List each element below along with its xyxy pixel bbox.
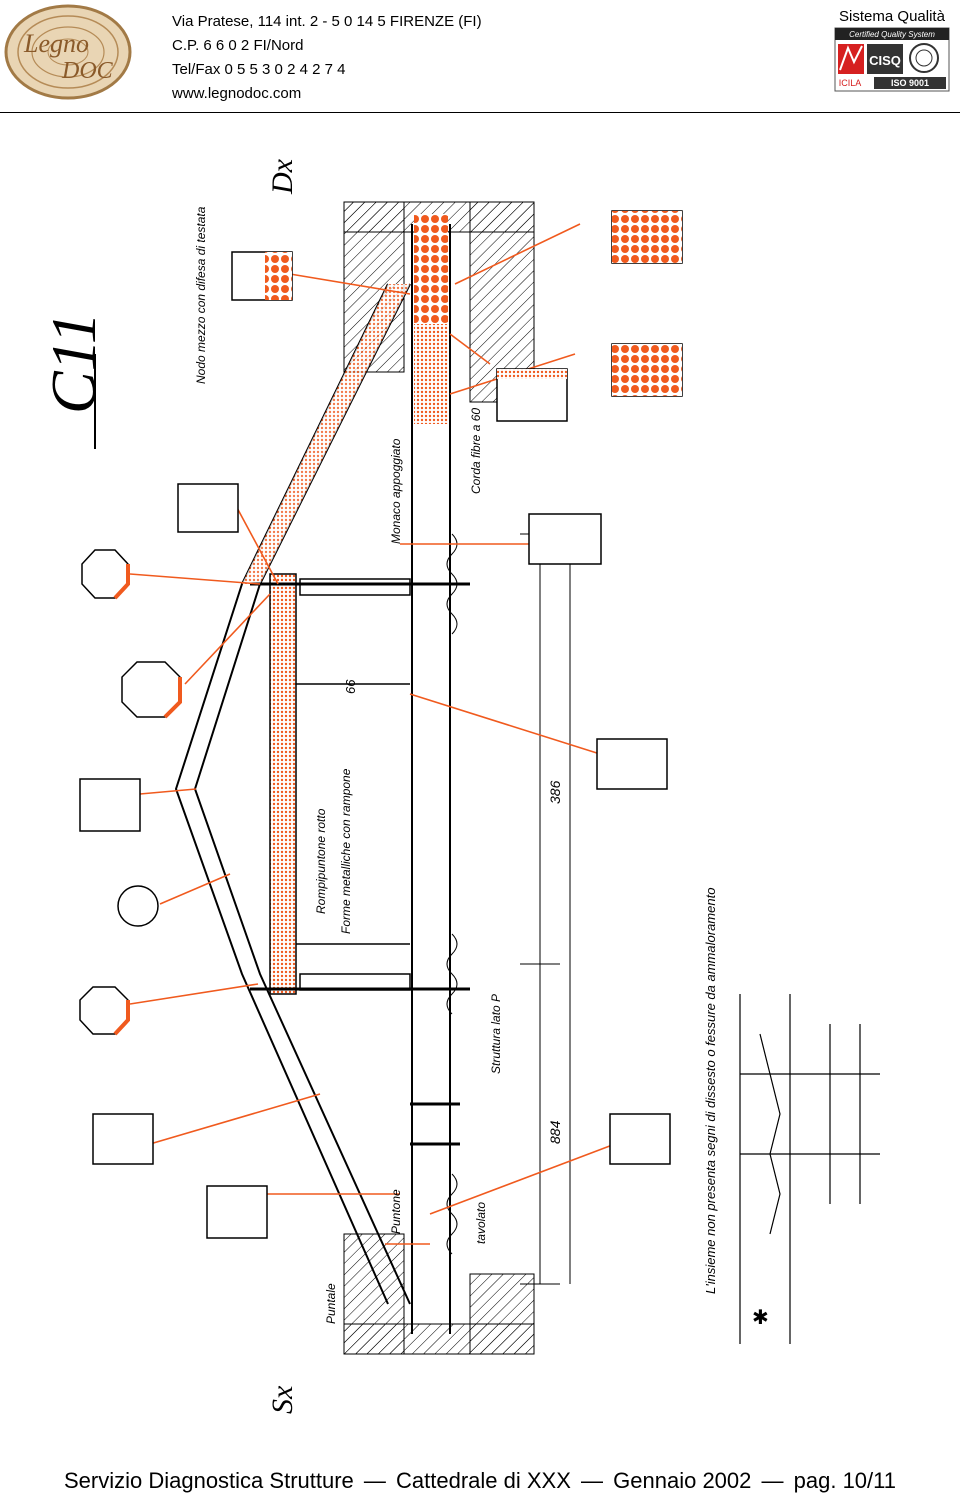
- iron-clamps: [250, 582, 470, 1146]
- tie-beam: [411, 224, 451, 1334]
- badge-cisq-text: CISQ: [869, 53, 901, 68]
- label-corda: Corda fibre a 60: [469, 408, 483, 494]
- footer-sep-3: —: [761, 1468, 784, 1493]
- footer-place: Cattedrale di XXX: [396, 1468, 571, 1493]
- label-rompipuntone: Rompipuntone rotto: [314, 808, 328, 914]
- company-address: Via Pratese, 114 int. 2 - 5 0 14 5 FIREN…: [172, 13, 482, 30]
- company-telfax: Tel/Fax 0 5 5 3 0 2 4 2 7 4: [172, 61, 346, 78]
- struts: [269, 573, 411, 995]
- badge-top-text: Certified Quality System: [849, 30, 935, 39]
- dimension-lines: [295, 533, 571, 1285]
- leader-lines: [129, 223, 616, 1245]
- legnodoc-logo: Legno DOC: [4, 4, 132, 100]
- svg-text:DOC: DOC: [61, 58, 114, 84]
- side-right-label: Dx: [266, 158, 299, 195]
- company-header: Via Pratese, 114 int. 2 - 5 0 14 5 FIREN…: [172, 10, 482, 106]
- company-website: www.legnodoc.com: [172, 85, 302, 102]
- truss-drawing: C11 Dx Sx: [38, 158, 880, 1414]
- dim-884: 884: [547, 1120, 563, 1144]
- header-rule: [0, 112, 960, 113]
- badge-icila-text: ICILA: [839, 78, 862, 88]
- quality-system: Sistema Qualità Certified Quality System…: [832, 8, 952, 97]
- side-left-label: Sx: [266, 1385, 299, 1414]
- label-insieme: L'insieme non presenta segni di dissesto…: [703, 888, 718, 1294]
- svg-text:Legno: Legno: [23, 29, 89, 58]
- decay-section-2: [612, 344, 682, 396]
- joint-detail: [739, 994, 880, 1344]
- page-footer: Servizio Diagnostica Strutture — Cattedr…: [0, 1468, 960, 1494]
- footer-page: pag. 10/11: [793, 1468, 896, 1493]
- wall-left: [343, 1233, 535, 1355]
- badge-iso-text: ISO 9001: [891, 78, 929, 88]
- footer-sep-1: —: [363, 1468, 386, 1493]
- decay-section-1: [612, 211, 682, 263]
- crack-line-3: [446, 1173, 458, 1255]
- footer-sep-2: —: [581, 1468, 604, 1493]
- label-puntone: Puntone: [389, 1189, 403, 1234]
- footer-date: Gennaio 2002: [613, 1468, 752, 1493]
- label-monaco: Monaco appoggiato: [389, 438, 403, 544]
- star-mark: ✱: [752, 1305, 769, 1329]
- label-struttura: Struttura lato P: [489, 994, 503, 1074]
- label-forme: Forme metalliche con rampone: [339, 768, 353, 934]
- octagon-sections: [79, 549, 181, 1035]
- dim-66: 66: [343, 679, 358, 694]
- label-tavolato: tavolato: [474, 1202, 488, 1244]
- label-node: Nodo mezzo con difesa di testata: [194, 206, 208, 384]
- company-cp: C.P. 6 6 0 2 FI/Nord: [172, 37, 304, 54]
- drawing-code: C11: [38, 312, 109, 414]
- label-puntale: Puntale: [324, 1283, 338, 1324]
- dim-386: 386: [547, 780, 563, 804]
- footer-service: Servizio Diagnostica Strutture: [63, 1468, 354, 1493]
- cisq-badge: Certified Quality System CISQ ICILA ISO …: [834, 27, 950, 92]
- crack-line-2: [446, 933, 458, 1015]
- quality-title: Sistema Qualità: [839, 8, 945, 25]
